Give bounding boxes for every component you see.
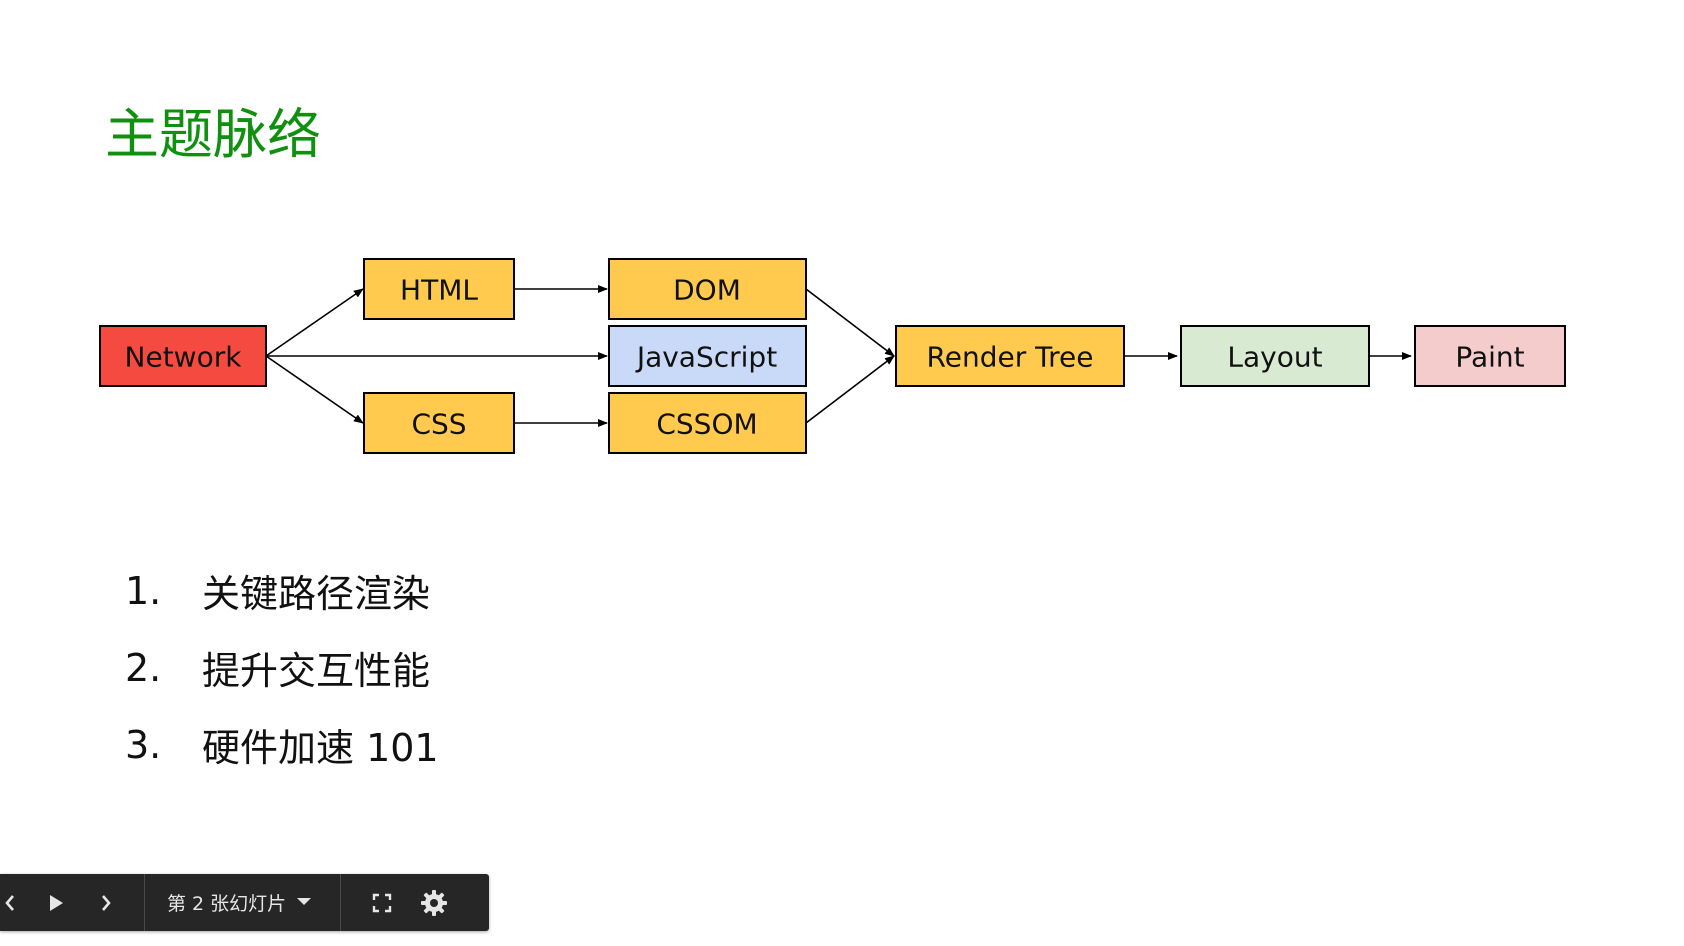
fullscreen-button[interactable]	[362, 874, 402, 931]
list-item-text: 关键路径渲染	[202, 572, 431, 616]
node-html-label: HTML	[400, 274, 478, 307]
list-item: 2. 提升交互性能	[125, 629, 439, 706]
node-dom-label: DOM	[673, 274, 741, 307]
node-html: HTML	[363, 258, 515, 320]
gear-icon	[421, 889, 447, 916]
node-paint: Paint	[1414, 325, 1566, 387]
presentation-control-bar: 第 2 张幻灯片	[0, 874, 489, 931]
node-render-tree-label: Render Tree	[927, 341, 1094, 374]
node-render-tree: Render Tree	[895, 325, 1125, 387]
slide-indicator-label: 第 2 张幻灯片	[167, 893, 287, 915]
node-layout: Layout	[1180, 325, 1370, 387]
node-javascript-label: JavaScript	[635, 341, 777, 374]
caret-down-icon	[297, 898, 311, 905]
divider	[144, 874, 145, 931]
edge-network-html	[265, 288, 364, 357]
divider	[340, 874, 341, 931]
list-item-number: 3.	[125, 722, 162, 767]
play-icon	[50, 894, 63, 911]
edge-dom-render-tree	[805, 288, 895, 357]
fullscreen-icon	[372, 893, 392, 912]
node-css: CSS	[363, 392, 515, 454]
node-css-label: CSS	[411, 408, 466, 441]
settings-button[interactable]	[412, 874, 456, 931]
node-cssom-label: CSSOM	[656, 408, 757, 441]
list-item-text: 提升交互性能	[202, 649, 431, 693]
list-item-text: 硬件加速 101	[202, 726, 439, 770]
node-dom: DOM	[608, 258, 807, 320]
node-javascript: JavaScript	[608, 325, 807, 387]
chevron-left-icon	[5, 894, 14, 911]
previous-slide-button[interactable]	[0, 874, 22, 931]
topic-list: 1. 关键路径渲染 2. 提升交互性能 3. 硬件加速 101	[125, 552, 439, 783]
slide-selector-dropdown[interactable]: 第 2 张幻灯片	[145, 874, 340, 931]
node-layout-label: Layout	[1227, 341, 1322, 374]
chevron-right-icon	[102, 894, 111, 911]
list-item-number: 2.	[125, 645, 162, 690]
list-item-number: 1.	[125, 568, 162, 613]
node-cssom: CSSOM	[608, 392, 807, 454]
node-paint-label: Paint	[1455, 341, 1524, 374]
list-item: 1. 关键路径渲染	[125, 552, 439, 629]
node-network: Network	[99, 325, 267, 387]
next-slide-button[interactable]	[86, 874, 126, 931]
list-item: 3. 硬件加速 101	[125, 706, 439, 783]
node-network-label: Network	[125, 341, 243, 374]
edge-cssom-render-tree	[805, 355, 895, 424]
edge-network-css	[265, 355, 364, 424]
play-button[interactable]	[36, 874, 76, 931]
slide-title: 主题脉络	[105, 103, 321, 166]
